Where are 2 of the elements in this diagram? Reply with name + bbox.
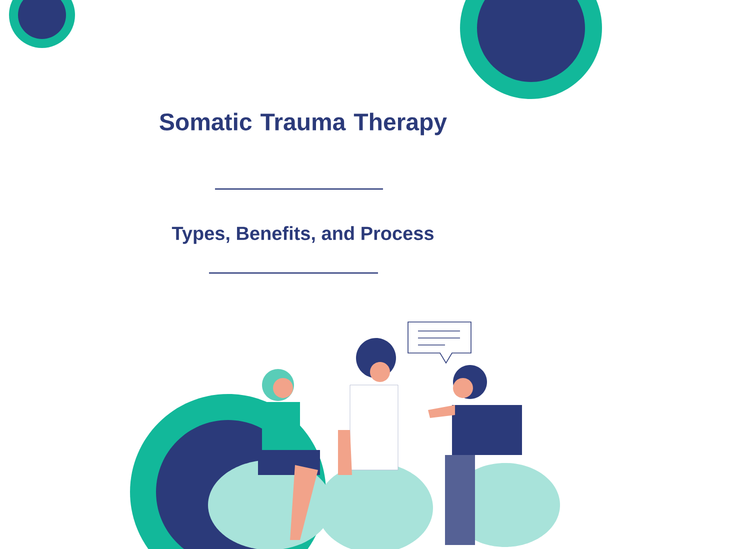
title: Somatic Trauma Therapy bbox=[160, 112, 447, 136]
subtitle: Types, Benefits, and Process bbox=[172, 226, 434, 244]
